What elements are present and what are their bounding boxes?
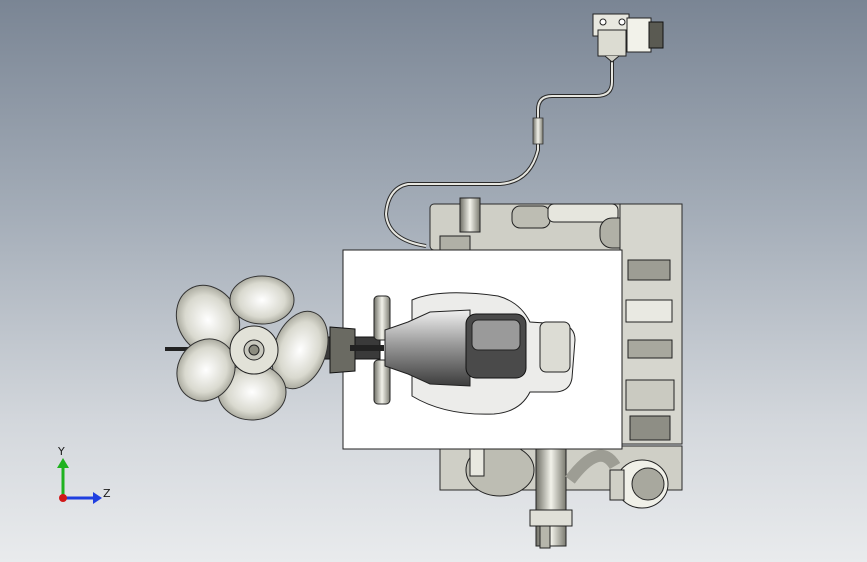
z-axis-arrow-icon bbox=[93, 492, 102, 504]
coordinate-triad: Y Z bbox=[57, 445, 111, 504]
propeller[interactable] bbox=[164, 274, 338, 421]
cable[interactable] bbox=[383, 58, 614, 248]
y-axis-arrow-icon bbox=[57, 458, 69, 468]
x-axis-dot-icon bbox=[59, 494, 67, 502]
z-axis-label: Z bbox=[103, 487, 111, 500]
engine-block[interactable] bbox=[429, 197, 683, 549]
nozzle[interactable] bbox=[350, 292, 576, 415]
y-axis-label: Y bbox=[57, 445, 65, 458]
connector[interactable] bbox=[592, 13, 664, 63]
